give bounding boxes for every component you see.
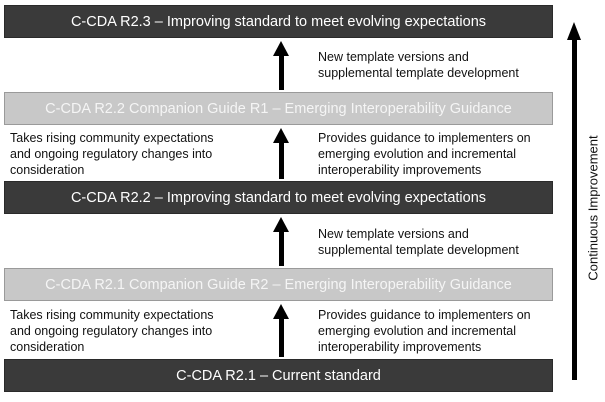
up-arrow-4 — [271, 304, 291, 357]
note-community-expectations-2: Takes rising community expectations and … — [10, 308, 214, 354]
note-template-development-1: New template versions and supplemental t… — [318, 50, 519, 80]
note-template-development-2: New template versions and supplemental t… — [318, 227, 519, 257]
note-implementer-guidance-1: Provides guidance to implementers on eme… — [318, 131, 531, 177]
continuous-improvement-label: Continuous Improvement — [585, 135, 601, 281]
note-community-expectations-1: Takes rising community expectations and … — [10, 131, 214, 177]
bar-r22-companion-guide: C-CDA R2.2 Companion Guide R1 – Emerging… — [4, 92, 553, 125]
bar-r22: C-CDA R2.2 – Improving standard to meet … — [4, 181, 553, 214]
up-arrow-2 — [271, 128, 291, 179]
bar-r21: C-CDA R2.1 – Current standard — [4, 359, 553, 392]
bar-r23: C-CDA R2.3 – Improving standard to meet … — [4, 5, 553, 38]
continuous-improvement-arrow — [566, 22, 582, 380]
up-arrow-1 — [271, 41, 291, 90]
bar-r21-companion-guide: C-CDA R2.1 Companion Guide R2 – Emerging… — [4, 268, 553, 301]
note-implementer-guidance-2: Provides guidance to implementers on eme… — [318, 308, 531, 354]
up-arrow-3 — [271, 217, 291, 266]
